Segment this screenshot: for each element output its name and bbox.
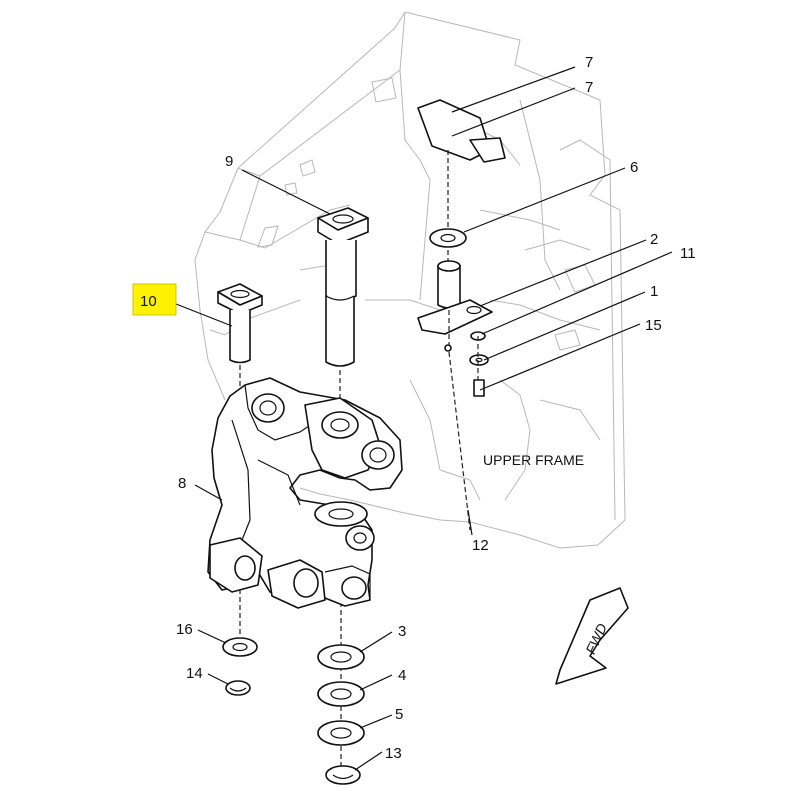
hinge-pin-10 [217,283,263,364]
callout-13[interactable]: 13 [385,745,402,762]
callout-6[interactable]: 6 [630,159,638,176]
callout-3[interactable]: 3 [398,623,406,640]
callout-7-upper[interactable]: 7 [585,54,593,71]
callout-9[interactable]: 9 [225,153,233,170]
hinge-pin-9 [317,207,369,367]
callout-15[interactable]: 15 [645,317,662,334]
callout-1[interactable]: 1 [650,283,658,300]
callout-7-lower[interactable]: 7 [585,79,593,96]
callout-2[interactable]: 2 [650,231,658,248]
lower-washers [222,637,365,785]
upper-frame-label: UPPER FRAME [483,452,584,468]
pin-stack-column [417,99,506,397]
callout-numbers: 7 7 9 6 2 11 10 1 15 8 12 16 3 14 4 5 13 [140,54,696,762]
callout-11[interactable]: 11 [680,245,696,262]
callout-10[interactable]: 10 [140,293,157,310]
callout-14[interactable]: 14 [186,665,203,682]
swing-bracket-8 [207,377,403,609]
callout-16[interactable]: 16 [176,621,193,638]
callout-5[interactable]: 5 [395,706,403,723]
fwd-direction-arrow: FWD [555,587,629,685]
callout-leaders [175,66,673,771]
callout-10-highlight [132,283,177,316]
callout-4[interactable]: 4 [398,667,406,684]
callout-12[interactable]: 12 [472,537,489,554]
callout-8[interactable]: 8 [178,475,186,492]
